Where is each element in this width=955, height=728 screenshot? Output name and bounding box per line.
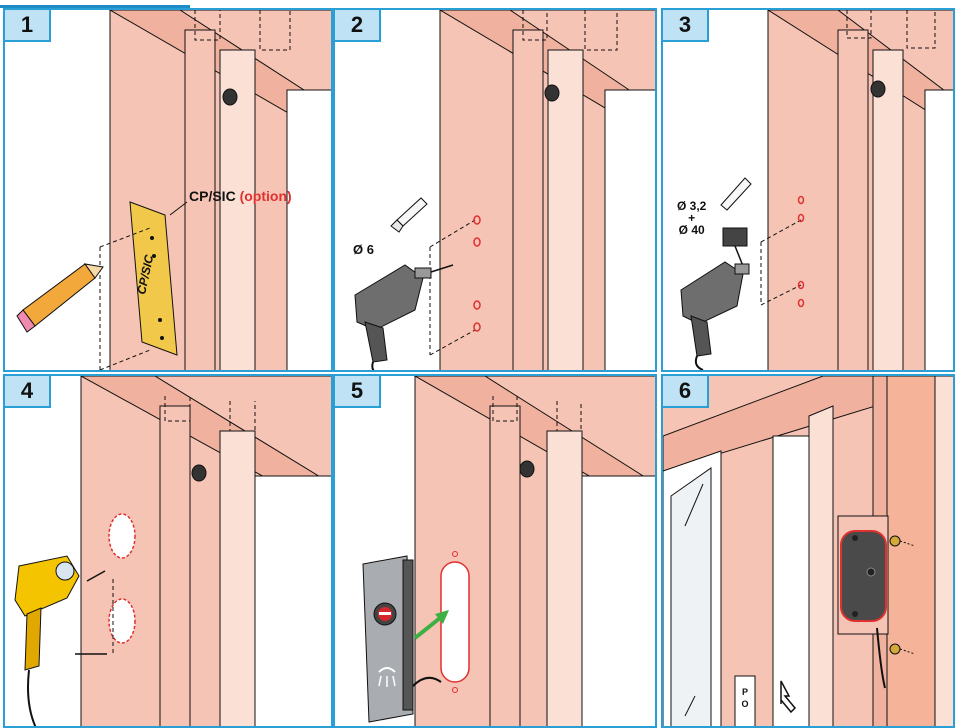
pencil-icon xyxy=(16,263,104,333)
drill-size-b: Ø 40 xyxy=(678,223,705,237)
drill-icon xyxy=(354,264,454,370)
step-number-badge: 6 xyxy=(663,376,709,408)
drill-size-stack: Ø 3,2 + Ø 40 xyxy=(677,200,706,236)
cp-sic-option: (option) xyxy=(239,188,292,204)
drill-size-plus: + xyxy=(688,211,696,225)
drill-icon xyxy=(680,261,750,370)
step-number-badge: 3 xyxy=(663,10,709,42)
step-panel-1: 1 CP/SIC CP/SIC (option) xyxy=(3,8,333,372)
arrow-icon xyxy=(780,680,797,714)
arrow-icon xyxy=(413,610,449,640)
step-panel-2: 2 Ø 6 xyxy=(333,8,657,372)
step-number-badge: 2 xyxy=(335,10,381,42)
step-panel-5: 5 xyxy=(333,374,657,728)
push-button-module xyxy=(362,555,442,723)
drill-size-label: Ø 6 xyxy=(353,242,374,257)
cp-sic-main: CP/SIC xyxy=(189,188,236,204)
shower-icon xyxy=(378,667,396,687)
step-1-illustration: CP/SIC xyxy=(16,10,331,370)
step-number-badge: 4 xyxy=(5,376,51,408)
mounted-module xyxy=(837,515,889,635)
step-panel-3: 3 Ø 3,2 + Ø 40 xyxy=(661,8,955,372)
step-4-illustration xyxy=(14,376,331,726)
heat-gun-icon xyxy=(14,555,80,726)
step-number-badge: 1 xyxy=(5,10,51,42)
wall-sign-text: P O xyxy=(741,687,749,709)
nut-icon xyxy=(889,535,916,655)
top-title-strip xyxy=(0,0,955,8)
step-number-badge: 5 xyxy=(335,376,381,408)
step-panel-6: 6 P O xyxy=(661,374,955,728)
gear-drill-bit-icon xyxy=(720,177,752,267)
step-5-illustration xyxy=(362,376,655,726)
cp-sic-label: CP/SIC (option) xyxy=(189,188,292,204)
step-2-illustration xyxy=(354,10,655,370)
drill-size-a: Ø 3,2 xyxy=(677,199,707,213)
step-3-illustration xyxy=(680,10,953,370)
dowel-icon xyxy=(390,197,428,233)
step-panel-4: 4 xyxy=(3,374,333,728)
step-6-illustration xyxy=(663,376,953,726)
